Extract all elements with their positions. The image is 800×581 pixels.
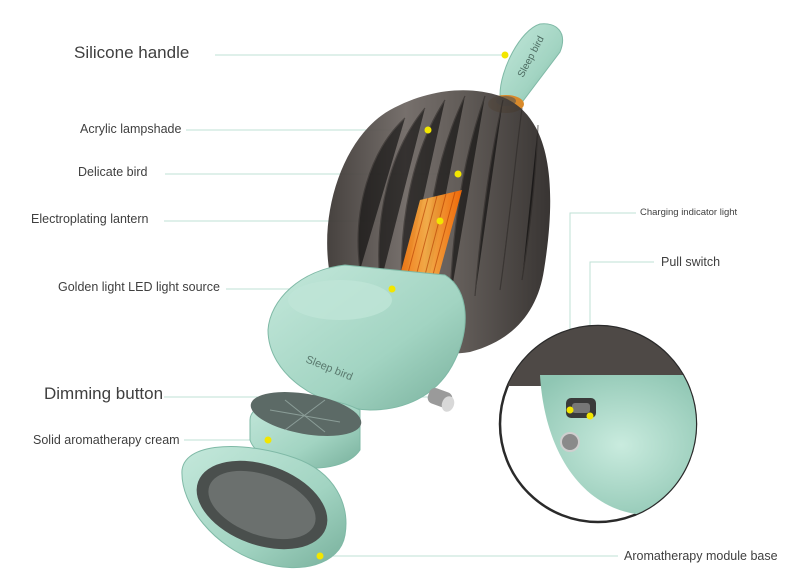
label-acrylic-lampshade: Acrylic lampshade <box>80 122 181 136</box>
label-module-base: Aromatherapy module base <box>624 549 778 563</box>
detail-zoom <box>500 326 720 522</box>
dimming-knob <box>426 386 456 413</box>
silicone-handle: Sleep bird <box>500 24 563 105</box>
label-electroplating-lantern: Electroplating lantern <box>31 212 148 226</box>
label-charging-indicator: Charging indicator light <box>640 207 737 218</box>
label-pull-switch: Pull switch <box>661 255 720 269</box>
label-golden-led: Golden light LED light source <box>58 280 220 294</box>
label-aromatherapy-cream: Solid aromatherapy cream <box>33 433 180 447</box>
label-dimming-button: Dimming button <box>44 384 163 404</box>
label-silicone-handle: Silicone handle <box>74 43 189 63</box>
label-delicate-bird: Delicate bird <box>78 165 147 179</box>
